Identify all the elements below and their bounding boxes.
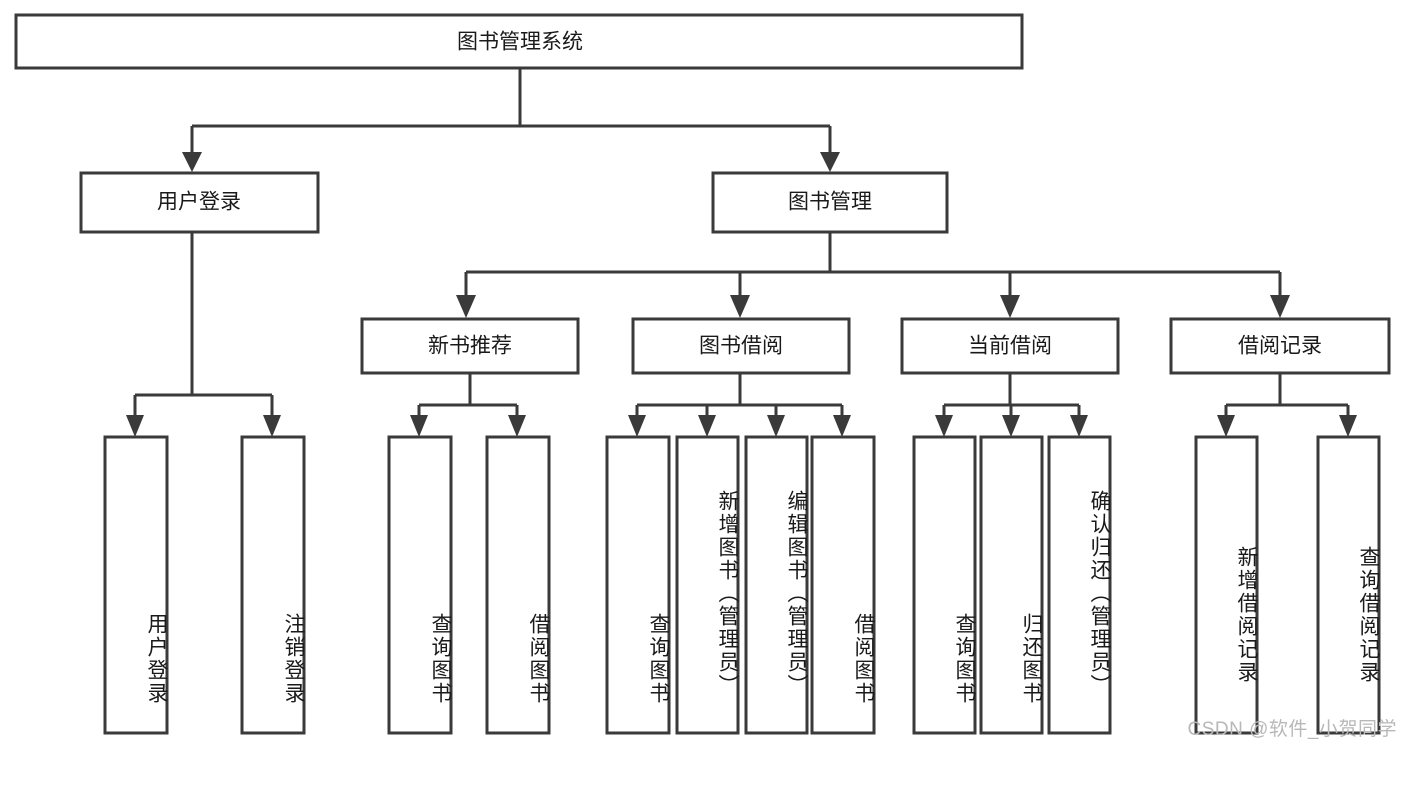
arrowhead-current-borrow-leaf-3 [1070,415,1088,437]
diagram-canvas: 图书管理系统 用户登录 图书管理 新书推荐 图书借阅 当前借阅 借阅记录 [14,13,1397,740]
leaf-box-borrow-record-1[interactable] [1194,435,1259,735]
node-root-label: 图书管理系统 [457,31,583,54]
arrowhead-book-borrow [730,295,750,318]
leaf-box-current-borrow-1[interactable] [912,435,977,735]
node-current-borrow-box[interactable] [900,317,1120,375]
node-new-book[interactable]: 新书推荐 [360,317,580,375]
arrowhead-new-book-leaf-2 [508,415,526,437]
leaf-box-book-borrow-1[interactable] [605,435,671,735]
arrowhead-new-book [456,295,476,318]
node-borrow-record-label: 借阅记录 [1238,335,1322,358]
tree-diagram-svg: 图书管理系统 用户登录 图书管理 新书推荐 图书借阅 当前借阅 借阅记录 [14,13,1391,735]
arrowhead-user-login-leaf-1 [126,415,144,437]
arrowhead-current-borrow-leaf-2 [1002,415,1020,437]
arrowhead-book-borrow-leaf-3 [767,415,785,437]
node-user-login[interactable]: 用户登录 [79,171,320,234]
connector-group-borrow-record [1217,373,1357,437]
leaf-box-current-borrow-2[interactable] [979,435,1044,735]
connector-group-new-book [410,373,526,437]
arrowhead-user-login [182,152,202,172]
connector-group-root [182,68,840,172]
node-root[interactable]: 图书管理系统 [14,13,1024,70]
arrowhead-user-login-leaf-2 [263,415,281,437]
arrowhead-book-borrow-leaf-1 [628,415,646,437]
node-book-borrow[interactable]: 图书借阅 [631,317,851,375]
leaf-box-new-book-1[interactable] [387,435,453,735]
node-borrow-record[interactable]: 借阅记录 [1169,317,1391,375]
arrowhead-borrow-record-leaf-2 [1339,415,1357,437]
connector-group-current-borrow [935,373,1088,437]
leaf-boxes [103,435,1381,735]
leaf-box-book-borrow-4[interactable] [810,435,876,735]
node-root-box[interactable] [14,13,1024,70]
connector-group-user-login [126,232,281,437]
node-book-borrow-box[interactable] [631,317,851,375]
node-current-borrow-label: 当前借阅 [968,335,1052,358]
node-user-login-box[interactable] [79,171,320,234]
node-book-mgmt[interactable]: 图书管理 [711,171,949,234]
node-book-mgmt-box[interactable] [711,171,949,234]
node-borrow-record-box[interactable] [1169,317,1391,375]
leaf-box-borrow-record-2[interactable] [1316,435,1381,735]
arrowhead-book-borrow-leaf-2 [698,415,716,437]
leaf-box-current-borrow-3[interactable] [1047,435,1112,735]
connector-group-book-borrow [628,373,851,437]
leaf-box-book-borrow-3[interactable] [744,435,809,735]
node-book-mgmt-label: 图书管理 [788,191,872,214]
arrowhead-book-borrow-leaf-4 [833,415,851,437]
node-user-login-label: 用户登录 [157,191,241,214]
connector-group-book-mgmt [456,232,1290,318]
leaf-box-new-book-2[interactable] [485,435,551,735]
arrowhead-new-book-leaf-1 [410,415,428,437]
arrowhead-current-borrow [1000,295,1020,318]
arrowhead-borrow-record-leaf-1 [1217,415,1235,437]
arrowhead-current-borrow-leaf-1 [935,415,953,437]
node-book-borrow-label: 图书借阅 [699,335,783,358]
arrowhead-book-mgmt [820,152,840,172]
node-new-book-box[interactable] [360,317,580,375]
leaf-box-user-login-2[interactable] [240,435,306,735]
node-new-book-label: 新书推荐 [428,335,512,358]
arrowhead-borrow-record [1270,295,1290,318]
leaf-box-book-borrow-2[interactable] [675,435,740,735]
csdn-watermark: CSDN @软件_小贺同学 [1187,719,1397,740]
node-current-borrow[interactable]: 当前借阅 [900,317,1120,375]
leaf-box-user-login-1[interactable] [103,435,169,735]
